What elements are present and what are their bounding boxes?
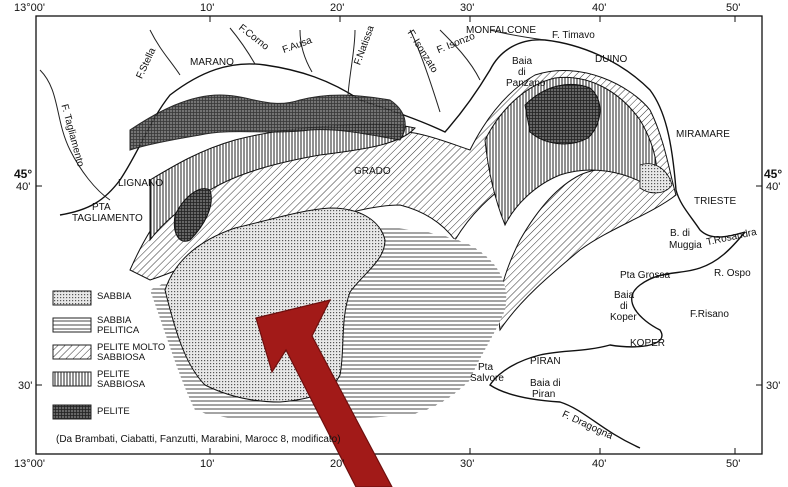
label-grado: GRADO — [354, 166, 391, 177]
label-koper: KOPER — [630, 338, 666, 349]
lon-bottom-10: 10' — [200, 458, 215, 470]
label-miramare: MIRAMARE — [676, 129, 730, 140]
legend-pelite: PELITE — [97, 406, 130, 417]
label-pta-grossa: Pta Grossa — [620, 270, 671, 281]
legend-sabbia-pelitica: SABBIA PELITICA — [97, 315, 140, 336]
label-pta-tagliamento-2: TAGLIAMENTO — [72, 213, 143, 224]
label-f-risano: F.Risano — [690, 309, 729, 320]
lat-left-40: 40' — [16, 181, 31, 193]
lon-bottom-1300: 13°00' — [14, 458, 45, 470]
label-monfalcone: MONFALCONE — [466, 25, 537, 36]
legend-sabbia: SABBIA — [97, 291, 132, 302]
lon-top-40: 40' — [592, 2, 607, 14]
label-b-muggia-2: Muggia — [669, 240, 702, 251]
coastline-istria — [489, 231, 746, 449]
label-baia-panzano-2: di — [518, 67, 526, 78]
lat-left-30: 30' — [18, 380, 33, 392]
label-f-timavo: F. Timavo — [552, 30, 595, 41]
lon-bottom-40: 40' — [592, 458, 607, 470]
legend-pelite-molto-sabbiosa: PELITE MOLTO SABBIOSA — [97, 342, 166, 363]
label-marano: MARANO — [190, 57, 234, 68]
label-lignano: LIGNANO — [118, 178, 164, 189]
lat-right-45: 45° — [764, 167, 783, 181]
lon-bottom-50: 50' — [726, 458, 741, 470]
red-arrow-icon — [255, 299, 393, 487]
coastline-north — [59, 39, 746, 238]
lon-top-10: 10' — [200, 2, 215, 14]
label-baia-panzano-1: Baia — [512, 56, 533, 67]
zone-pelite-west — [173, 188, 212, 242]
label-r-ospo: R. Ospo — [714, 268, 751, 279]
zone-sabbia — [164, 207, 386, 403]
label-piran: PIRAN — [530, 356, 561, 367]
label-duino: DUINO — [595, 54, 628, 65]
label-trieste: TRIESTE — [694, 196, 737, 207]
zone-sabbia-coastal — [639, 163, 673, 194]
label-baia-piran-1: Baia di — [530, 378, 561, 389]
label-baia-panzano-3: Panzano — [506, 78, 546, 89]
zone-pelite-lagoon — [129, 94, 406, 151]
lon-top-1300: 13°00' — [14, 2, 45, 14]
lon-bottom-30: 30' — [460, 458, 475, 470]
lon-top-50: 50' — [726, 2, 741, 14]
lon-top-20: 20' — [330, 2, 345, 14]
legend-pelite-sabbiosa: PELITE SABBIOSA — [97, 369, 146, 390]
label-pta-tagliamento-1: PTA — [92, 202, 111, 213]
source-credit: (Da Brambati, Ciabatti, Fanzutti, Marabi… — [56, 434, 341, 445]
label-b-muggia-1: B. di — [670, 228, 691, 239]
lon-bottom-20: 20' — [330, 458, 345, 470]
label-baia-piran-2: Piran — [532, 389, 556, 400]
map-frame — [35, 15, 763, 455]
rivers — [39, 27, 546, 201]
label-baia-koper-1: Baia — [614, 290, 635, 301]
lat-right-40: 40' — [766, 181, 781, 193]
lon-top-30: 30' — [460, 2, 475, 14]
legend-swatches — [52, 290, 92, 420]
label-pta-salvore-1: Pta — [478, 362, 494, 373]
lat-left-45: 45° — [14, 167, 33, 181]
lat-right-30: 30' — [766, 380, 781, 392]
label-baia-koper-2: di — [620, 301, 628, 312]
label-baia-koper-3: Koper — [610, 312, 637, 323]
label-pta-salvore-2: Salvore — [470, 373, 504, 384]
zone-pelite-east — [524, 83, 601, 145]
